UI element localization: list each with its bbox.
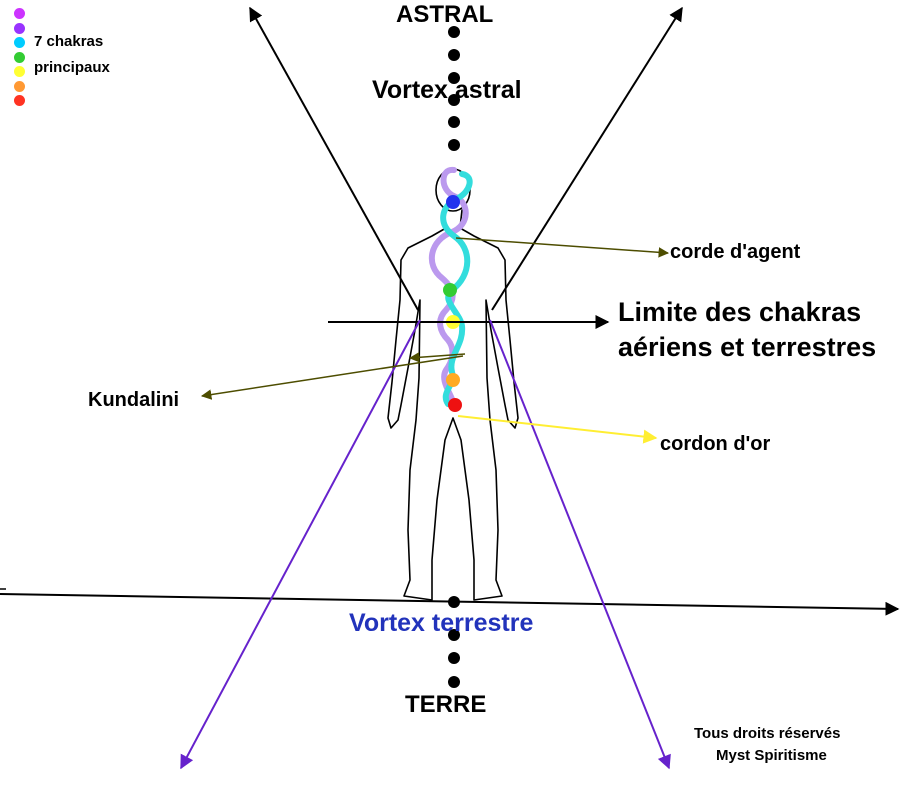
axis-dot-6 [448, 139, 460, 151]
upper-cone-left-line [249, 6, 419, 311]
axis-dot-2 [448, 49, 460, 61]
terre-label: TERRE [405, 691, 487, 718]
cordon-or-arrow [457, 415, 658, 444]
kundalini-arrow-inner [408, 352, 466, 363]
vertical-axis-dots [448, 26, 460, 688]
axis-dot-3 [448, 72, 460, 84]
legend-dot-3 [14, 37, 25, 48]
kundalini-arrow [200, 355, 464, 400]
cordon-or-label: cordon d'or [660, 433, 771, 455]
copyright-line2: Myst Spiritisme [716, 747, 827, 764]
kundalini-label: Kundalini [88, 389, 180, 411]
axis-dot-9 [448, 652, 460, 664]
body-chakra-5 [448, 398, 462, 412]
axis-dot-7 [448, 596, 460, 608]
body-chakras [443, 195, 462, 412]
axis-dot-8 [448, 629, 460, 641]
legend-text-line2: principaux [34, 59, 110, 76]
copyright-line1: Tous droits réservés [694, 725, 841, 742]
legend-text-line1: 7 chakras [34, 33, 104, 50]
upper-cone-right-line [491, 6, 683, 311]
legend-dot-4 [14, 51, 25, 63]
axis-dot-4 [448, 94, 460, 106]
legend-dot-7 [14, 95, 25, 106]
limite-label-line2: aériens et terrestres [618, 332, 877, 362]
legend-dot-1 [14, 8, 25, 19]
lower-cone-right-line [489, 319, 671, 770]
axis-dot-5 [448, 116, 460, 128]
vortex-astral-label: Vortex astral [372, 76, 522, 104]
axis-dot-1 [448, 26, 460, 38]
lower-cone-left-line [180, 319, 421, 770]
vortex-terrestre-label: Vortex terrestre [349, 609, 534, 637]
body-chakra-4 [446, 373, 460, 387]
body-chakra-2 [443, 283, 457, 297]
astral-label: ASTRAL [396, 1, 494, 28]
legend-dot-5 [14, 66, 25, 77]
limite-label-line1: Limite des chakras [618, 297, 862, 327]
corde-agent-arrow [455, 237, 670, 258]
legend-dot-2 [14, 22, 25, 34]
legend-dot-6 [14, 80, 25, 92]
body-chakra-1 [446, 195, 460, 209]
axis-dot-10 [448, 676, 460, 688]
corde-agent-label: corde d'agent [670, 241, 801, 263]
